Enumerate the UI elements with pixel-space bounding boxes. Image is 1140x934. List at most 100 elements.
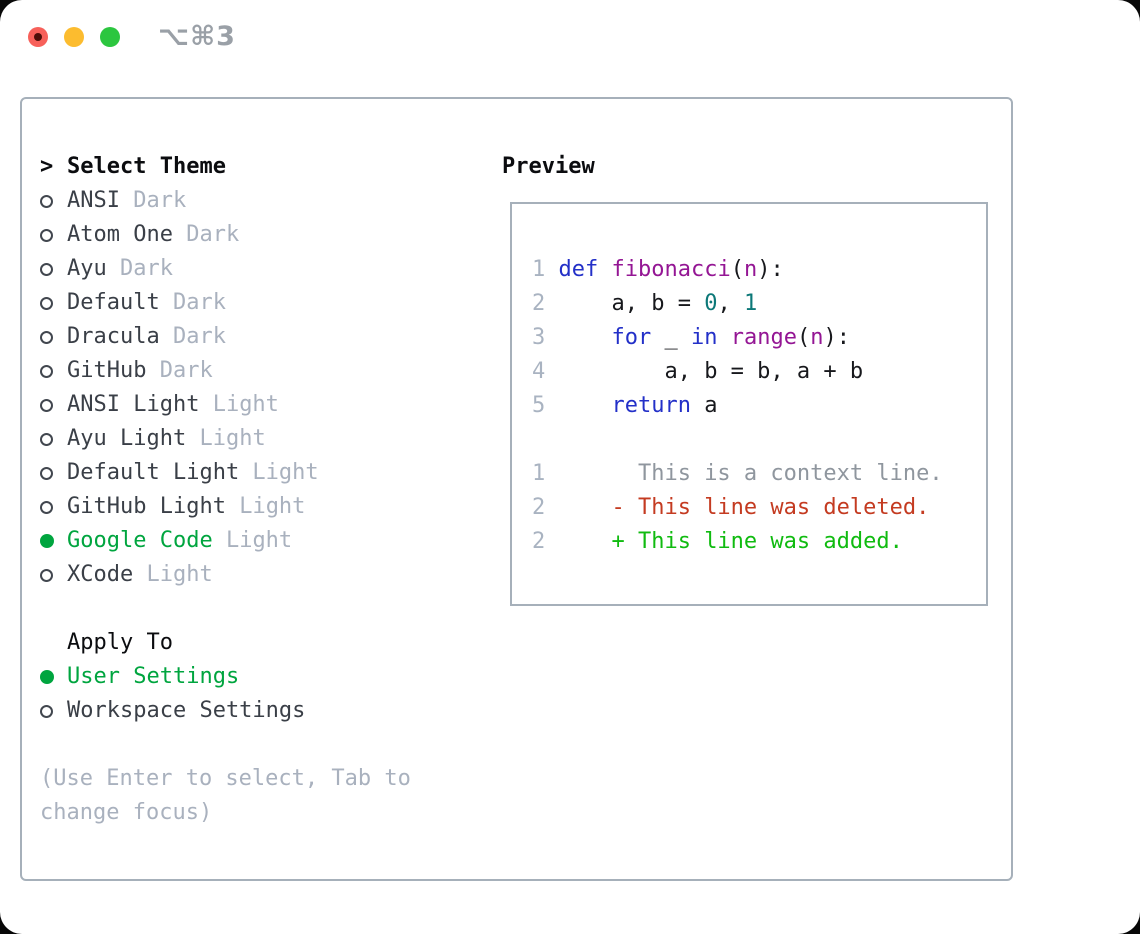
radio-off-icon: [40, 398, 53, 412]
option-variant-label: Dark: [119, 188, 187, 213]
code-line-1: 1 def fibonacci(n):: [532, 253, 943, 287]
radio-marker: [40, 534, 67, 548]
option-label: Ayu: [67, 256, 107, 281]
code-segment: 1: [743, 291, 758, 316]
radio-marker: [40, 704, 67, 718]
option-label: GitHub: [67, 358, 147, 383]
option-label: Workspace Settings: [67, 698, 306, 723]
theme-option-github-light-light[interactable]: GitHub Light Light: [40, 490, 411, 524]
option-label: XCode: [67, 562, 134, 587]
option-variant-label: Light: [199, 392, 279, 417]
diff-deleted-line: 2 - This line was deleted.: [532, 491, 943, 525]
option-variant-label: Light: [133, 562, 213, 587]
code-segment: (: [796, 325, 811, 350]
option-label: ANSI: [67, 188, 120, 213]
radio-off-icon: [40, 432, 53, 446]
theme-option-ayu-light-light[interactable]: Ayu Light Light: [40, 422, 411, 456]
theme-option-xcode-light[interactable]: XCode Light: [40, 558, 411, 592]
radio-marker: [40, 262, 67, 276]
option-variant-label: Dark: [159, 324, 226, 349]
theme-option-github-dark[interactable]: GitHub Dark: [40, 354, 411, 388]
theme-option-dracula-dark[interactable]: Dracula Dark: [40, 320, 411, 354]
code-segment: a, b =: [545, 291, 705, 316]
radio-marker: [40, 296, 67, 310]
radio-off-icon: [40, 296, 53, 310]
option-label: Default Light: [67, 460, 240, 485]
option-variant-label: Dark: [172, 222, 240, 247]
close-dot-icon: [34, 33, 42, 41]
code-segment: - This line was deleted.: [545, 495, 930, 520]
option-variant-label: Light: [239, 460, 319, 485]
line-number: 3: [532, 325, 546, 350]
hint-text: (Use Enter to select, Tab to: [40, 766, 411, 791]
diff-context-line: 1 This is a context line.: [532, 457, 943, 491]
diff-added-line: 2 + This line was added.: [532, 525, 943, 559]
radio-marker: [40, 330, 67, 344]
radio-marker: [40, 364, 67, 378]
radio-off-icon: [40, 568, 53, 582]
radio-off-icon: [40, 262, 53, 276]
radio-off-icon: [40, 704, 53, 718]
radio-off-icon: [40, 228, 53, 242]
radio-off-icon: [40, 330, 53, 344]
code-segment: n: [743, 257, 758, 282]
option-label: ANSI Light: [67, 392, 200, 417]
code-segment: ):: [823, 325, 850, 350]
line-number: 1: [532, 257, 546, 282]
window-shortcut-label: ⌥⌘3: [158, 21, 236, 52]
titlebar: ⌥⌘3: [0, 0, 1140, 75]
radio-marker: [40, 398, 67, 412]
theme-option-ayu-dark[interactable]: Ayu Dark: [40, 252, 411, 286]
option-variant-label: Dark: [106, 256, 173, 281]
code-segment: [545, 393, 611, 418]
theme-option-atom-one-dark[interactable]: Atom One Dark: [40, 218, 411, 252]
maximize-button[interactable]: [100, 27, 120, 47]
preview-title: Preview: [502, 154, 595, 179]
option-label: Dracula: [67, 324, 160, 349]
line-number: 2: [532, 291, 546, 316]
theme-option-default-dark[interactable]: Default Dark: [40, 286, 411, 320]
radio-off-icon: [40, 466, 53, 480]
code-segment: [545, 257, 558, 282]
apply-to-label: Apply To: [40, 626, 411, 660]
menu-spacer: [40, 728, 411, 762]
code-line-5: 5 return a: [532, 389, 943, 423]
menu-spacer: [40, 592, 411, 626]
option-variant-label: Light: [225, 494, 306, 519]
code-segment: for: [611, 325, 652, 350]
code-segment: in: [690, 325, 718, 350]
code-segment: a: [690, 393, 718, 418]
apply-option-user-settings[interactable]: User Settings: [40, 660, 411, 694]
code-segment: return: [611, 393, 691, 418]
minimize-button[interactable]: [64, 27, 84, 47]
apply-option-workspace-settings[interactable]: Workspace Settings: [40, 694, 411, 728]
theme-menu-header[interactable]: >Select Theme: [40, 150, 411, 184]
radio-marker: [40, 466, 67, 480]
radio-off-icon: [40, 500, 53, 514]
line-number: 2: [532, 529, 546, 554]
theme-option-ansi-light-light[interactable]: ANSI Light Light: [40, 388, 411, 422]
line-number: 2: [532, 495, 546, 520]
option-variant-label: Light: [186, 426, 266, 451]
close-button[interactable]: [28, 27, 48, 47]
code-segment: (: [730, 257, 744, 282]
radio-marker: [40, 228, 67, 242]
radio-off-icon: [40, 194, 53, 208]
code-segment: ,: [717, 291, 744, 316]
code-spacer: [532, 423, 943, 457]
theme-option-google-code-light[interactable]: Google Code Light: [40, 524, 411, 558]
theme-option-default-light-light[interactable]: Default Light Light: [40, 456, 411, 490]
theme-option-ansi-dark[interactable]: ANSI Dark: [40, 184, 411, 218]
radio-marker: [40, 500, 67, 514]
code-segment: ):: [757, 257, 784, 282]
radio-off-icon: [40, 364, 53, 378]
code-segment: This is a context line.: [545, 461, 943, 486]
option-variant-label: Light: [212, 528, 293, 553]
cursor-arrow-icon: >: [40, 154, 54, 179]
radio-marker: [40, 568, 67, 582]
code-segment: range: [730, 325, 797, 350]
option-label: Ayu Light: [67, 426, 187, 451]
